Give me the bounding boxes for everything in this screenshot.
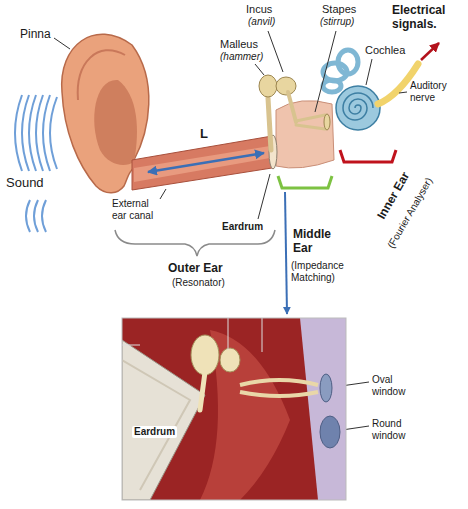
sound-waves — [34, 200, 38, 232]
region-role: (Resonator) — [172, 277, 225, 289]
sound-waves — [43, 95, 50, 171]
inset-picture — [320, 416, 340, 448]
inset-picture — [200, 372, 205, 410]
inset-picture — [191, 335, 219, 375]
inset-picture — [122, 318, 318, 500]
ossicles — [276, 77, 296, 95]
semicircular-canals — [323, 50, 358, 92]
middle-ear-bracket — [278, 176, 332, 188]
semicircular-canals — [323, 80, 341, 92]
region-label: Outer Ear — [168, 262, 223, 276]
part-label: Stapes — [322, 3, 356, 16]
region-role: (Impedance Matching) — [291, 260, 357, 283]
cochlea-shape — [343, 93, 373, 120]
ossicles — [296, 115, 325, 129]
ossicles — [259, 75, 330, 150]
ossicles — [259, 75, 277, 97]
length-label: L — [200, 127, 208, 142]
part-label: Pinna — [20, 28, 51, 42]
part-label: Incus — [246, 3, 272, 16]
inset-picture — [122, 318, 346, 500]
leader-lines — [54, 31, 407, 430]
part-alias: (hammer) — [220, 51, 263, 63]
outer-ear-bracket — [115, 230, 275, 256]
part-label: Eardrum — [132, 426, 177, 438]
sound-waves — [22, 95, 29, 171]
part-label: Cochlea — [365, 44, 405, 57]
middle-ear-cavity — [276, 101, 334, 168]
leader-lines — [399, 92, 407, 93]
sound-waves — [15, 95, 22, 171]
sound-waves — [26, 200, 30, 232]
inset-picture — [122, 318, 262, 352]
sound-waves — [42, 200, 46, 232]
semicircular-canals — [338, 50, 358, 74]
pinna-shape — [78, 50, 125, 100]
sound-label: Sound — [6, 176, 44, 191]
ossicles — [324, 114, 330, 130]
part-alias: (stirrup) — [320, 16, 354, 28]
inset-frame — [122, 318, 346, 500]
part-label: External ear canal — [112, 198, 162, 221]
part-label: Auditory nerve — [410, 80, 462, 103]
part-label: Oval window — [372, 374, 420, 397]
leader-lines — [54, 38, 70, 49]
middle-ear-cavity — [276, 101, 334, 168]
sound-waves — [50, 97, 57, 169]
zoom-arrow — [285, 192, 287, 314]
ear-canal — [132, 136, 272, 190]
ear-canal — [134, 146, 270, 182]
signal-arrow — [421, 43, 439, 60]
sound-waves — [15, 95, 57, 232]
part-label: Eardrum — [222, 221, 263, 233]
leader-lines — [366, 59, 372, 85]
leader-lines — [268, 31, 283, 72]
signal-label: Electrical signals. — [392, 4, 464, 32]
part-label: Malleus — [220, 38, 258, 51]
leader-lines — [258, 174, 270, 219]
pinna-shape — [94, 80, 137, 165]
leader-lines — [315, 31, 336, 112]
sound-waves — [29, 95, 36, 171]
ossicles — [268, 98, 271, 150]
part-label: Round window — [372, 418, 420, 441]
sound-waves — [36, 95, 43, 171]
inset-picture — [320, 374, 332, 402]
inset-picture — [220, 348, 240, 372]
ossicles — [288, 92, 296, 122]
ear-canal — [132, 136, 272, 190]
cochlea-shape — [336, 86, 380, 130]
cochlea-shape — [336, 86, 380, 130]
inner-ear-bracket — [340, 150, 396, 162]
part-alias: (anvil) — [248, 16, 275, 28]
leader-lines — [160, 189, 166, 199]
inset-picture — [122, 360, 190, 490]
inset-picture — [240, 380, 318, 396]
length-arrow — [148, 153, 264, 172]
inset-picture — [122, 318, 346, 500]
leader-lines — [255, 64, 264, 75]
region-label: Middle Ear — [293, 228, 339, 256]
